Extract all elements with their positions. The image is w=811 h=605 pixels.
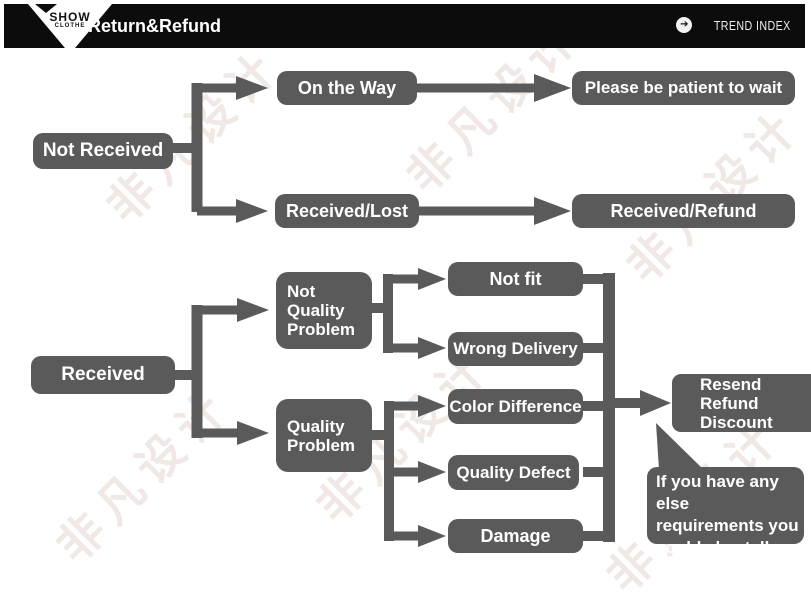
node-not-fit: Not fit bbox=[448, 262, 583, 296]
note-speech-bubble: If you have any else requirements you co… bbox=[647, 467, 804, 557]
node-quality-problem: Quality Problem bbox=[276, 399, 372, 472]
logo-text-clothe: CLOTHE bbox=[54, 23, 86, 29]
node-received-lost: Received/Lost bbox=[275, 194, 419, 228]
node-damage: Damage bbox=[448, 519, 583, 553]
page-title: Return&Refund bbox=[88, 16, 221, 36]
node-wrong-delivery: Wrong Delivery bbox=[448, 332, 583, 366]
node-resend-refund-discount: Resend Refund Discount bbox=[672, 374, 811, 432]
node-please-be-patient: Please be patient to wait bbox=[572, 71, 795, 105]
node-on-the-way: On the Way bbox=[277, 71, 417, 105]
header-bar: SHOW CLOTHE Return&Refund ➔ TREND INDEX bbox=[4, 4, 805, 54]
node-color-difference: Color Difference bbox=[448, 389, 583, 424]
node-not-quality-problem: Not Quality Problem bbox=[276, 272, 372, 349]
trend-index-badge: ➔ TREND INDEX bbox=[676, 17, 791, 33]
trend-index-label: TREND INDEX bbox=[714, 17, 791, 33]
trend-arrow-icon: ➔ bbox=[676, 17, 693, 33]
logo-notch bbox=[35, 4, 57, 13]
node-not-received: Not Received bbox=[33, 133, 173, 169]
node-received: Received bbox=[31, 356, 175, 394]
node-received-refund: Received/Refund bbox=[572, 194, 795, 228]
node-quality-defect: Quality Defect bbox=[448, 455, 579, 490]
logo-text-show: SHOW bbox=[49, 10, 91, 24]
